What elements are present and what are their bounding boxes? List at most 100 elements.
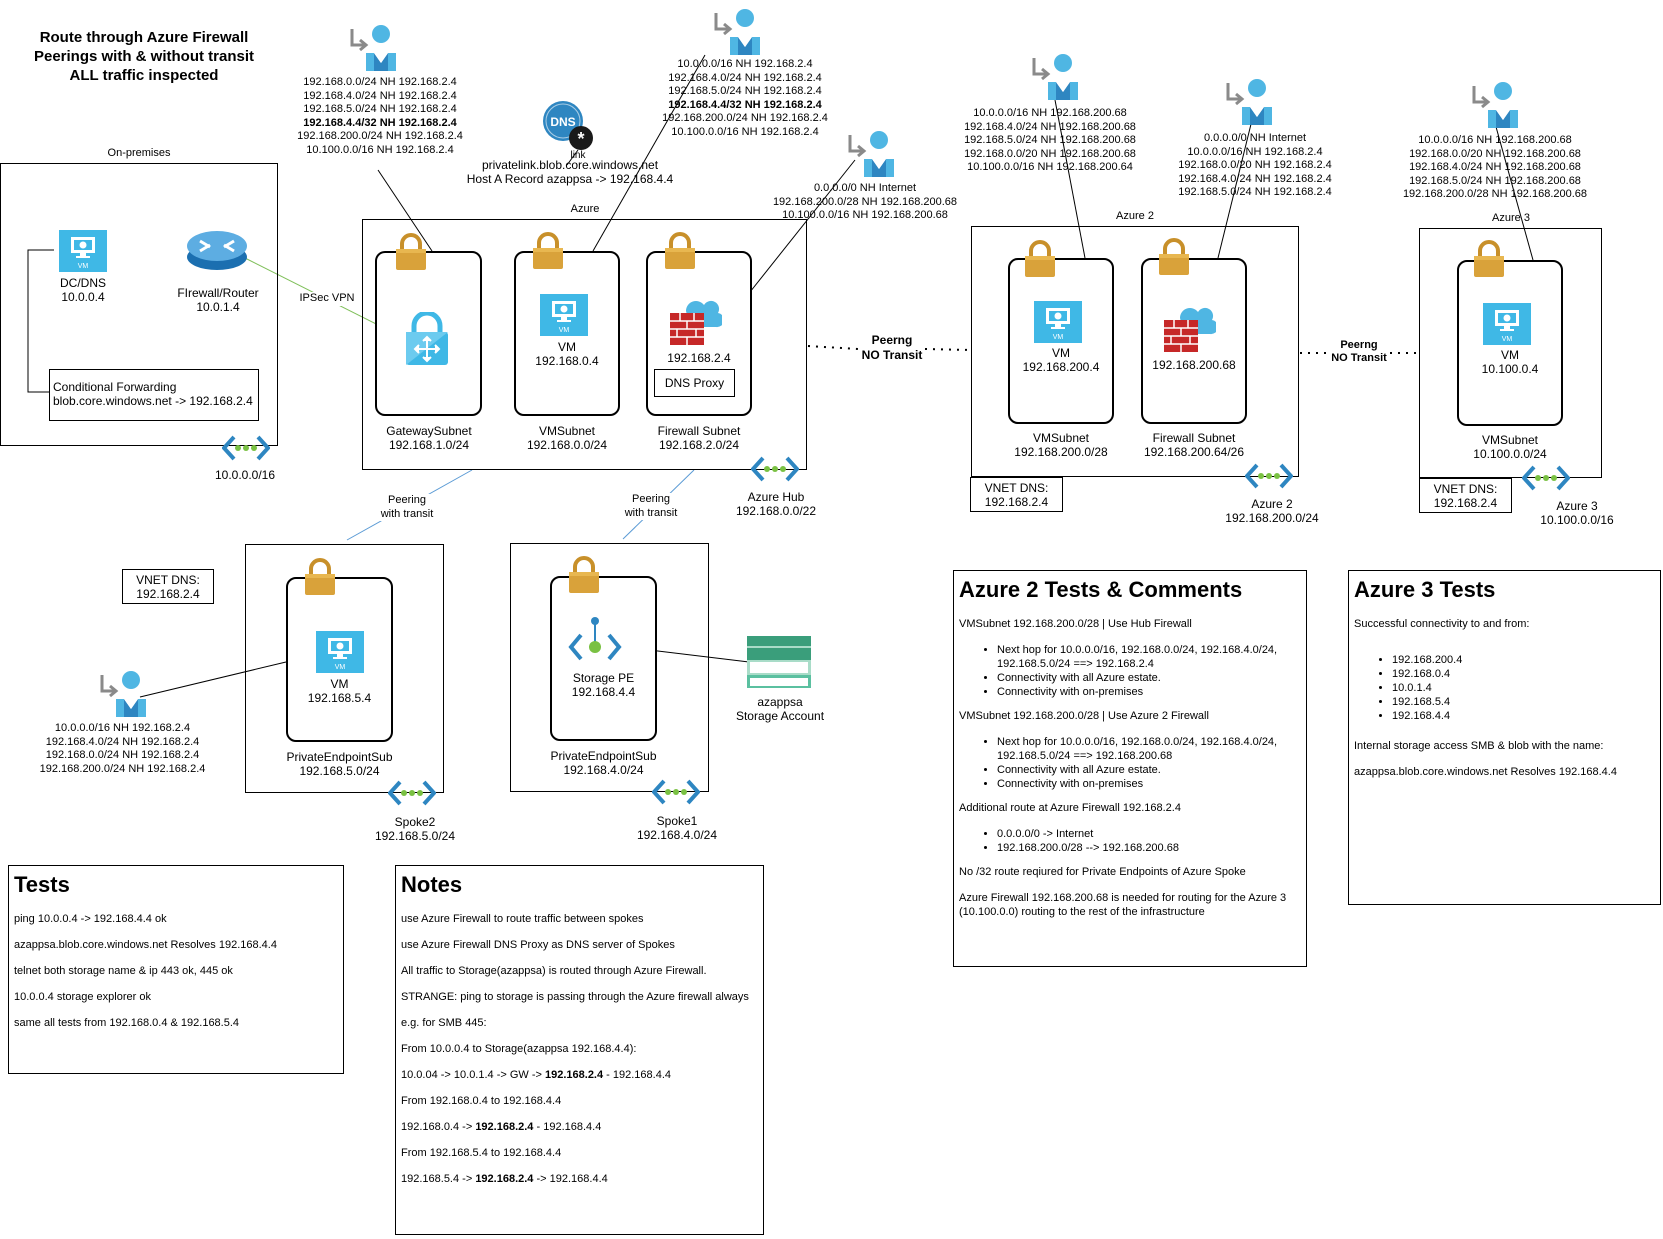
lock-icon bbox=[663, 232, 697, 270]
vm-icon: VM bbox=[58, 229, 108, 273]
az2-list-2: Next hop for 10.0.0.0/16, 192.168.0.0/24… bbox=[959, 735, 1301, 791]
route-entry: 192.168.4.0/24 NH 192.168.2.4 bbox=[303, 89, 457, 102]
route-entry: 0.0.0.0/0 NH Internet bbox=[1203, 132, 1307, 144]
onprem-cidr: 10.0.0.0/16 bbox=[214, 468, 276, 482]
azure3-tests-panel: Azure 3 Tests Successful connectivity to… bbox=[1348, 570, 1661, 905]
list-item: Next hop for 10.0.0.0/16, 192.168.0.0/24… bbox=[997, 643, 1301, 671]
test-item: same all tests from 192.168.0.4 & 192.16… bbox=[14, 1017, 240, 1029]
ipsec-vpn-label: IPSec VPN bbox=[296, 292, 358, 306]
az2-firewall-subnet bbox=[1141, 258, 1247, 424]
route-entry: 192.168.4.0/24 NH 192.168.2.4 bbox=[668, 71, 822, 84]
lock-icon bbox=[303, 558, 337, 596]
route-entry: 192.168.4.0/24 NH 192.168.2.4 bbox=[45, 735, 200, 748]
route-entry: 192.168.0.0/24 NH 192.168.2.4 bbox=[45, 749, 200, 761]
note-item: 192.168.0.4 -> 192.168.2.4 - 192.168.4.4 bbox=[401, 1121, 602, 1133]
az2-vnet-dns: VNET DNS:192.168.2.4 bbox=[970, 477, 1063, 512]
note-item: From 10.0.0.4 to Storage(azappsa 192.168… bbox=[401, 1043, 637, 1055]
svg-text:VM: VM bbox=[1053, 334, 1064, 341]
az3-note: Internal storage access SMB & blob with … bbox=[1354, 740, 1604, 752]
user-route-icon bbox=[712, 7, 760, 55]
route-entry: 10.0.0.0/16 NH 192.168.200.68 bbox=[973, 107, 1127, 119]
lock-icon bbox=[394, 233, 428, 271]
test-item: telnet both storage name & ip 443 ok, 44… bbox=[14, 965, 233, 977]
route-entry: 192.168.0.0/20 NH 192.168.200.68 bbox=[964, 147, 1136, 160]
list-item: 192.168.4.4 bbox=[1392, 709, 1655, 723]
route-entry: 192.168.5.0/24 NH 192.168.2.4 bbox=[1178, 186, 1332, 198]
diagram-title: Route through Azure Firewall Peerings wi… bbox=[33, 29, 254, 84]
vnet-icon bbox=[1245, 462, 1293, 490]
route-entry: 192.168.200.0/24 NH 192.168.2.4 bbox=[39, 762, 206, 775]
route-entry: 192.168.0.0/20 NH 192.168.200.68 bbox=[1409, 147, 1581, 160]
route-entry: 192.168.5.0/24 NH 192.168.2.4 bbox=[668, 85, 822, 97]
route-entry: 10.0.0.0/16 NH 192.168.2.4 bbox=[677, 58, 813, 70]
hub-firewall-ip: 192.168.2.4 bbox=[667, 351, 731, 365]
route-entry: 192.168.200.0/28 NH 192.168.200.68 bbox=[1402, 188, 1588, 200]
route-entry: 192.168.4.0/24 NH 192.168.200.68 bbox=[1409, 161, 1581, 173]
note-item: STRANGE: ping to storage is passing thro… bbox=[401, 991, 749, 1003]
svg-text:VM: VM bbox=[1502, 336, 1513, 343]
peering-dots-hub-az2-a bbox=[807, 345, 859, 350]
azure2-tests-panel: Azure 2 Tests & Comments VMSubnet 192.16… bbox=[953, 570, 1307, 967]
route-entry: 10.0.0.0/16 NH 192.168.2.4 bbox=[54, 722, 191, 734]
list-item: 192.168.5.4 bbox=[1392, 695, 1655, 709]
route-entry: 192.168.4.4/32 NH 192.168.2.4 bbox=[668, 98, 822, 111]
az2-heading: Additional route at Azure Firewall 192.1… bbox=[959, 802, 1181, 814]
route-entry: 10.100.0.0/16 NH 192.168.2.4 bbox=[671, 125, 819, 138]
vm-icon: VM bbox=[1482, 302, 1532, 346]
list-item: Next hop for 10.0.0.0/16, 192.168.0.0/24… bbox=[997, 735, 1301, 763]
route-entry: 192.168.200.0/24 NH 192.168.2.4 bbox=[297, 130, 463, 142]
az3-list: 192.168.200.4 192.168.0.4 10.0.1.4 192.1… bbox=[1354, 653, 1655, 723]
vm-icon: VM bbox=[539, 293, 589, 337]
list-item: Connectivity with on-premises bbox=[997, 777, 1301, 791]
azure2-label: Azure 2 bbox=[1116, 210, 1154, 222]
dns-proxy-box: DNS Proxy bbox=[654, 369, 735, 397]
note-item: 10.0.04 -> 10.0.1.4 -> GW -> 192.168.2.4… bbox=[401, 1069, 672, 1081]
azure-hub-label: Azure bbox=[570, 203, 600, 215]
tests-panel: Tests ping 10.0.0.4 -> 192.168.4.4 ok az… bbox=[8, 865, 344, 1074]
spoke1-subnet bbox=[550, 576, 657, 741]
route-line-az3 bbox=[1492, 115, 1534, 261]
route-entry: 192.168.5.0/24 NH 192.168.2.4 bbox=[303, 103, 457, 115]
list-item: 192.168.200.0/28 --> 192.168.200.68 bbox=[997, 841, 1301, 855]
svg-text:VM: VM bbox=[559, 327, 570, 334]
spoke2-vnet-dns: VNET DNS:192.168.2.4 bbox=[122, 569, 214, 604]
route-entry: 192.168.5.0/24 NH 192.168.200.68 bbox=[1409, 174, 1581, 187]
onprem-label: On-premises bbox=[107, 147, 171, 159]
azure3-tests-title: Azure 3 Tests bbox=[1354, 577, 1496, 602]
vnet-icon bbox=[222, 434, 270, 462]
route-entry: 10.100.0.0/16 NH 192.168.2.4 bbox=[306, 143, 454, 156]
azure-hub-box bbox=[362, 219, 807, 470]
svg-text:DNS: DNS bbox=[550, 115, 575, 129]
line-dc-condfwd bbox=[27, 249, 54, 393]
note-item: From 192.168.0.4 to 192.168.4.4 bbox=[401, 1095, 562, 1107]
route-entry: 10.0.0.0/16 NH 192.168.200.68 bbox=[1418, 134, 1572, 146]
route-entry: 192.168.4.0/24 NH 192.168.2.4 bbox=[1178, 172, 1332, 185]
az3-vnet-dns: VNET DNS:192.168.2.4 bbox=[1419, 478, 1512, 513]
user-route-icon bbox=[1224, 77, 1272, 125]
test-item: azappsa.blob.core.windows.net Resolves 1… bbox=[14, 939, 277, 951]
user-route-icon bbox=[98, 669, 146, 717]
list-item: 10.0.1.4 bbox=[1392, 681, 1655, 695]
notes-panel: Notes use Azure Firewall to route traffi… bbox=[395, 865, 764, 1235]
spoke2-box bbox=[245, 544, 444, 793]
route-entry: 192.168.4.4/32 NH 192.168.2.4 bbox=[303, 116, 457, 129]
vnet-icon bbox=[652, 778, 700, 806]
firewall-icon bbox=[666, 293, 722, 349]
note-item: use Azure Firewall DNS Proxy as DNS serv… bbox=[401, 939, 675, 951]
list-item: Connectivity with on-premises bbox=[997, 685, 1301, 699]
